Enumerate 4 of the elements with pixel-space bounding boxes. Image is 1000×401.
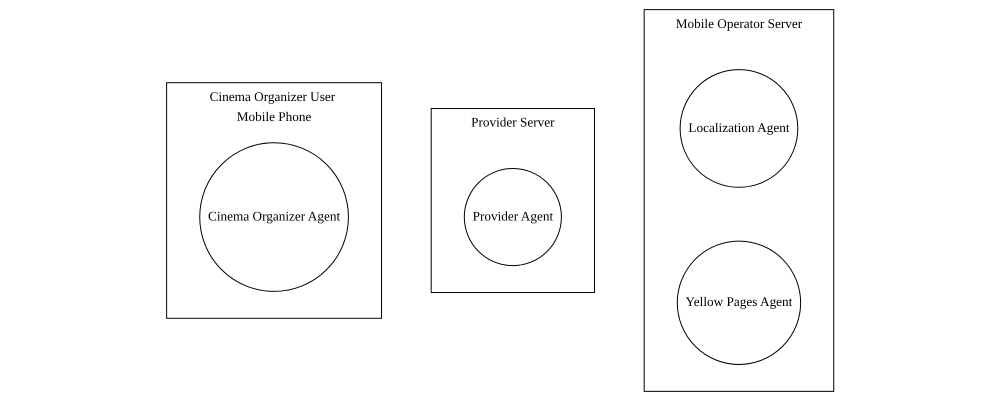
node-circle: Provider Agent xyxy=(464,168,562,266)
node-circle: Localization Agent xyxy=(679,69,798,188)
node-circle: Cinema Organizer Agent xyxy=(199,142,349,292)
node-circle: Yellow Pages Agent xyxy=(676,240,801,365)
